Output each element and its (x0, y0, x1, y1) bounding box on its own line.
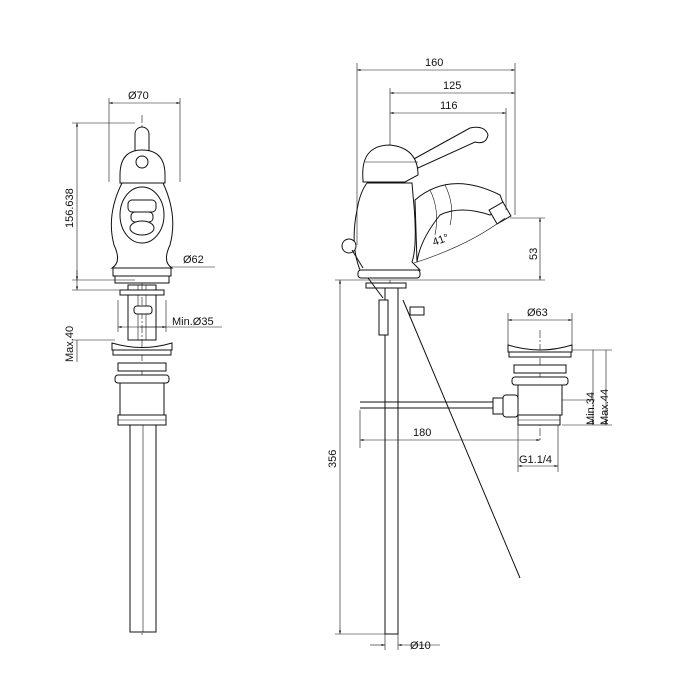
dim-height: 156.638 (64, 188, 76, 228)
dim-flange-dia: Ø63 (527, 307, 548, 319)
dim-spout-height: 53 (528, 248, 540, 260)
dim-dia-top: Ø70 (128, 90, 149, 102)
dim-lever-reach: 116 (440, 100, 458, 112)
dim-rod-dia: Ø10 (410, 640, 431, 652)
dim-max-depth: Max.44 (599, 389, 611, 425)
dim-angle: 41° (431, 232, 451, 249)
front-view: Ø70 156.638 Ø62 Max.40 Min.Ø35 (64, 90, 222, 635)
dim-overall-length: 160 (425, 57, 443, 69)
dim-rod-reach: 180 (413, 427, 431, 439)
dim-spout-reach: 125 (443, 80, 461, 92)
drain-view: Ø63 Min.34 Max.44 180 G1.1/4 (359, 307, 612, 472)
dim-thread: G1.1/4 (519, 454, 552, 466)
dim-max-thickness: Max.40 (64, 326, 76, 362)
side-view: 160 125 116 41° 53 356 Ø10 (327, 57, 545, 652)
dim-rod-length: 356 (327, 450, 339, 468)
dim-min-hole: Min.Ø35 (172, 316, 214, 328)
dim-dia-base: Ø62 (183, 254, 204, 266)
dim-min-depth: Min.34 (585, 392, 597, 425)
